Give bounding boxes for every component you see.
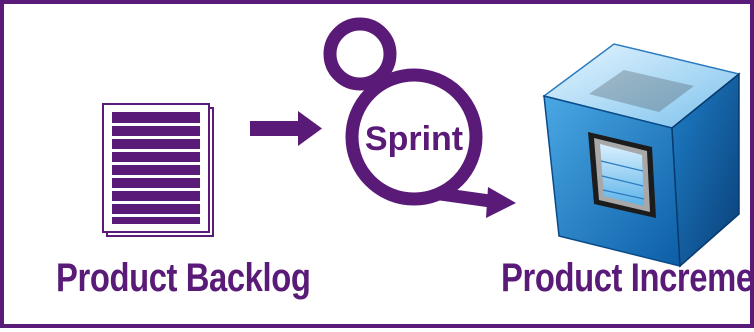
cube-icon <box>542 43 741 268</box>
sprint-cycle-icon: Sprint <box>323 17 516 218</box>
scrum-flow-diagram: Sprint <box>102 17 741 268</box>
product-increment-label: Product Increment <box>501 256 754 300</box>
arrow-to-sprint-icon <box>250 111 322 146</box>
product-backlog-label: Product Backlog <box>56 256 311 300</box>
sprint-label: Sprint <box>365 120 463 158</box>
document-list-icon <box>102 103 214 237</box>
